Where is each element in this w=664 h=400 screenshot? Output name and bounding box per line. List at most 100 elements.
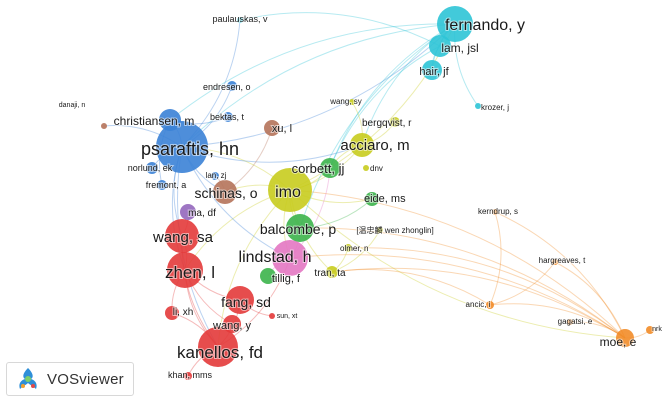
label-tillig: tillig, f xyxy=(272,273,301,285)
label-kerndrup: kerndrup, s xyxy=(478,207,518,216)
node-zhen[interactable] xyxy=(167,252,203,288)
vosviewer-logo-text: VOSviewer xyxy=(47,370,124,388)
label-gagatsi: gagatsi, e xyxy=(558,317,593,326)
label-sunxt: sun, xt xyxy=(277,313,298,320)
node-wenzhonglin[interactable] xyxy=(377,227,383,233)
label-kanellos: kanellos, fd xyxy=(177,343,263,362)
label-corbett: corbett, jj xyxy=(292,161,345,176)
edge-fernando-balcombe xyxy=(299,23,456,229)
label-christiansen: christiansen, m xyxy=(114,114,195,128)
node-psaraftis[interactable] xyxy=(156,121,208,173)
edge-moe-balcombe xyxy=(299,227,626,339)
node-endresen[interactable] xyxy=(227,81,237,91)
label-madf: ma, df xyxy=(188,208,216,219)
node-corbett[interactable] xyxy=(320,158,340,178)
label-bektas: bektas, t xyxy=(210,112,245,122)
node-balcombe[interactable] xyxy=(286,214,314,242)
node-tranta[interactable] xyxy=(326,266,338,278)
node-xul[interactable] xyxy=(264,120,280,136)
node-gagatsi[interactable] xyxy=(567,319,573,325)
label-lanzj: lan, zj xyxy=(206,171,227,180)
label-hargreaves: hargreaves, t xyxy=(539,256,586,265)
node-eide[interactable] xyxy=(365,192,379,206)
edge-fernando-psaraftis xyxy=(181,23,456,148)
label-fangsd: fang, sd xyxy=(221,294,271,310)
edge-fernando-acciaro xyxy=(361,23,456,146)
node-sunxt[interactable] xyxy=(269,313,275,319)
node-hargreaves[interactable] xyxy=(552,259,558,265)
edge-ancic-hargreaves xyxy=(489,261,556,306)
node-kerndrup[interactable] xyxy=(492,209,498,215)
edge-moe-imo xyxy=(289,189,626,339)
label-moe: moe, e xyxy=(600,335,637,349)
label-khanmms: khan, mms xyxy=(168,370,213,380)
node-tillig[interactable] xyxy=(260,268,276,284)
vosviewer-logo: VOSviewer xyxy=(6,362,134,396)
node-kanellos[interactable] xyxy=(198,327,238,367)
node-danaji[interactable] xyxy=(101,123,107,129)
label-schinas: schinas, o xyxy=(194,185,257,201)
node-wangy[interactable] xyxy=(223,315,241,333)
label-paulauskas: paulauskas, v xyxy=(212,14,268,24)
edge-lamjsl-paulauskas xyxy=(239,12,441,47)
label-wenzhonglin: [温忠麟 wen zhonglin] xyxy=(356,225,433,235)
node-christiansen[interactable] xyxy=(159,109,181,131)
edge-moe-olmer xyxy=(347,247,626,339)
node-bektas[interactable] xyxy=(223,112,233,122)
edge-tranta-wenzhonglin xyxy=(331,229,381,273)
node-nrk[interactable] xyxy=(646,326,654,334)
node-lamjsl[interactable] xyxy=(429,35,451,57)
label-lixh: li, xh xyxy=(173,307,194,318)
label-dnv: dnv xyxy=(370,164,383,173)
node-hair[interactable] xyxy=(422,60,442,80)
node-norlund[interactable] xyxy=(146,162,158,174)
node-bergqvist[interactable] xyxy=(390,117,400,127)
node-lindstad[interactable] xyxy=(272,240,308,276)
label-wangsa: wang, sa xyxy=(152,229,214,246)
node-moe[interactable] xyxy=(616,329,634,347)
node-lanzj[interactable] xyxy=(211,172,219,180)
label-krozer: krozer, j xyxy=(481,103,509,112)
label-fernando: fernando, y xyxy=(445,17,525,34)
label-balcombe: balcombe, p xyxy=(260,221,336,237)
edge-moe-ancic xyxy=(489,303,626,339)
node-wangsy[interactable] xyxy=(349,99,355,105)
label-nrk: nrk xyxy=(652,326,662,333)
edge-moe-hargreaves xyxy=(554,261,626,339)
node-olmer[interactable] xyxy=(344,244,352,252)
node-fangsd[interactable] xyxy=(226,286,254,314)
network-nodes xyxy=(101,6,654,380)
label-fremont: fremont, a xyxy=(146,180,187,190)
node-ancic[interactable] xyxy=(486,301,494,309)
node-dnv[interactable] xyxy=(363,165,369,171)
node-fremont[interactable] xyxy=(157,180,167,190)
node-paulauskas[interactable] xyxy=(237,17,243,23)
label-xul: xu, l xyxy=(272,123,292,135)
label-norlund: norlund, ek xyxy=(128,163,173,173)
label-acciaro: acciaro, m xyxy=(340,137,409,154)
edge-lamjsl-corbett xyxy=(329,45,441,169)
node-lixh[interactable] xyxy=(165,306,179,320)
node-schinas[interactable] xyxy=(213,180,237,204)
node-imo[interactable] xyxy=(268,168,312,212)
node-acciaro[interactable] xyxy=(350,133,374,157)
edge-psaraftis-fernando xyxy=(181,23,456,148)
edge-moe-tranta xyxy=(331,267,626,339)
label-danaji: danaji, n xyxy=(59,102,86,109)
label-olmer: olmer, n xyxy=(340,244,368,253)
node-krozer[interactable] xyxy=(475,103,481,109)
node-khanmms[interactable] xyxy=(184,372,192,380)
label-psaraftis: psaraftis, hn xyxy=(141,139,239,159)
label-eide: eide, ms xyxy=(364,193,406,205)
edge-ancic-tranta xyxy=(331,269,491,306)
edge-imo-moe xyxy=(289,189,626,339)
node-wangsa[interactable] xyxy=(165,219,199,253)
vosviewer-logo-icon xyxy=(19,368,37,389)
label-bergqvist: bergqvist, r xyxy=(362,118,412,129)
edge-moe-kerndrup xyxy=(494,211,626,339)
node-madf[interactable] xyxy=(180,204,196,220)
node-fernando[interactable] xyxy=(437,6,473,42)
label-hair: hair, jf xyxy=(419,66,449,78)
label-endresen: endresen, o xyxy=(203,82,251,92)
